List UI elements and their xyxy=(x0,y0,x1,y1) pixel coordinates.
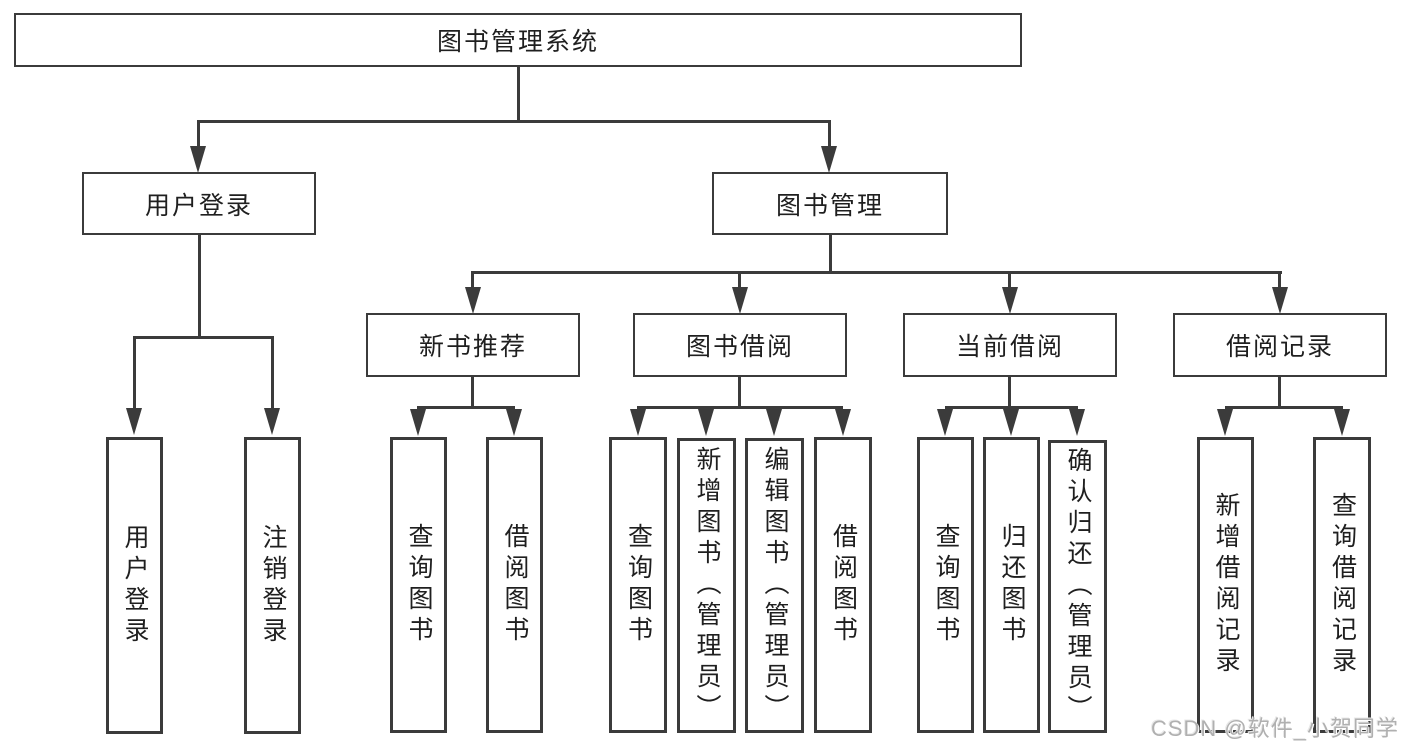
leaf-borrow-books-newbook: 借阅图书 xyxy=(486,437,543,733)
leaf-query-books-current: 查询图书 xyxy=(917,437,974,733)
leaf-user-login-label: 用户登录 xyxy=(121,523,149,648)
connector-borrow-record-rail xyxy=(1225,406,1343,409)
connector-current-borrow-rail xyxy=(945,406,1078,409)
arrow-down-icon xyxy=(766,409,782,436)
leaf-label: 编辑图书（管理员） xyxy=(761,446,789,725)
arrow-down-icon xyxy=(465,287,481,314)
node-root: 图书管理系统 xyxy=(14,13,1022,67)
arrow-down-icon xyxy=(835,409,851,436)
leaf-logout-label: 注销登录 xyxy=(259,523,287,648)
connector-user-login-rail xyxy=(134,336,273,339)
arrow-down-icon xyxy=(1334,409,1350,436)
arrow-down-icon xyxy=(732,287,748,314)
node-new-book-label: 新书推荐 xyxy=(418,333,527,361)
arrow-down-icon xyxy=(126,408,142,435)
connector-drop xyxy=(133,336,136,408)
node-root-label: 图书管理系统 xyxy=(436,28,599,56)
arrow-down-icon xyxy=(630,409,646,436)
connector-user-login-drop xyxy=(197,120,200,148)
arrow-down-icon xyxy=(264,408,280,435)
connector-book-mgmt-stem xyxy=(829,235,832,271)
node-user-login-label: 用户登录 xyxy=(144,191,253,220)
csdn-watermark: CSDN @软件_小贺同学 xyxy=(1150,716,1399,741)
leaf-label: 新增图书（管理员） xyxy=(693,446,721,725)
leaf-label: 新增借阅记录 xyxy=(1212,492,1240,678)
leaf-logout: 注销登录 xyxy=(244,437,301,734)
arrow-down-icon xyxy=(698,409,714,436)
node-current-borrow-label: 当前借阅 xyxy=(955,333,1064,361)
leaf-label: 归还图书 xyxy=(998,523,1026,647)
connector-book-borrow-rail xyxy=(637,406,843,409)
arrow-down-icon xyxy=(1069,409,1085,436)
connector-root-stem xyxy=(517,67,520,120)
leaf-user-login: 用户登录 xyxy=(106,437,163,734)
arrow-down-icon xyxy=(190,146,206,173)
connector-drop xyxy=(738,271,741,289)
leaf-confirm-return-admin: 确认归还（管理员） xyxy=(1048,440,1107,733)
node-book-mgmt-label: 图书管理 xyxy=(775,191,884,220)
arrow-down-icon xyxy=(1003,409,1019,436)
node-book-mgmt: 图书管理 xyxy=(712,172,948,235)
leaf-query-books-newbook: 查询图书 xyxy=(390,437,447,733)
leaf-query-books-borrow: 查询图书 xyxy=(609,437,667,733)
arrow-down-icon xyxy=(937,409,953,436)
arrow-down-icon xyxy=(506,409,522,436)
arrow-down-icon xyxy=(1002,287,1018,314)
node-new-book: 新书推荐 xyxy=(366,313,580,377)
leaf-label: 确认归还（管理员） xyxy=(1064,447,1092,726)
node-current-borrow: 当前借阅 xyxy=(903,313,1117,377)
connector-borrow-record-stem xyxy=(1278,377,1281,406)
connector-user-login-stem xyxy=(198,235,201,336)
leaf-borrow-books-borrow: 借阅图书 xyxy=(814,437,872,733)
connector-level3-rail xyxy=(472,271,1282,274)
node-book-borrow-label: 图书借阅 xyxy=(685,333,794,361)
leaf-label: 借阅图书 xyxy=(501,523,529,647)
leaf-add-books-admin: 新增图书（管理员） xyxy=(677,438,736,733)
node-book-borrow: 图书借阅 xyxy=(633,313,847,377)
connector-drop xyxy=(471,271,474,289)
connector-drop xyxy=(271,336,274,408)
leaf-edit-books-admin: 编辑图书（管理员） xyxy=(745,438,804,733)
connector-new-book-rail xyxy=(417,406,515,409)
connector-new-book-stem xyxy=(471,377,474,406)
connector-book-borrow-stem xyxy=(738,377,741,406)
arrow-down-icon xyxy=(410,409,426,436)
node-borrow-record-label: 借阅记录 xyxy=(1225,333,1334,361)
arrow-down-icon xyxy=(1272,287,1288,314)
leaf-label: 查询图书 xyxy=(405,523,433,647)
node-borrow-record: 借阅记录 xyxy=(1173,313,1387,377)
arrow-down-icon xyxy=(821,146,837,173)
connector-current-borrow-stem xyxy=(1008,377,1011,406)
leaf-return-books: 归还图书 xyxy=(983,437,1040,733)
leaf-query-borrow-record: 查询借阅记录 xyxy=(1313,437,1371,733)
leaf-add-borrow-record: 新增借阅记录 xyxy=(1197,437,1254,733)
leaf-label: 查询图书 xyxy=(624,523,653,647)
leaf-label: 借阅图书 xyxy=(829,523,858,647)
leaf-label: 查询借阅记录 xyxy=(1328,492,1357,678)
leaf-label: 查询图书 xyxy=(932,523,960,647)
connector-level2-rail xyxy=(197,120,831,123)
connector-book-mgmt-drop xyxy=(828,120,831,148)
connector-drop xyxy=(1008,271,1011,289)
arrow-down-icon xyxy=(1217,409,1233,436)
connector-drop xyxy=(1278,271,1281,289)
node-user-login: 用户登录 xyxy=(82,172,316,235)
